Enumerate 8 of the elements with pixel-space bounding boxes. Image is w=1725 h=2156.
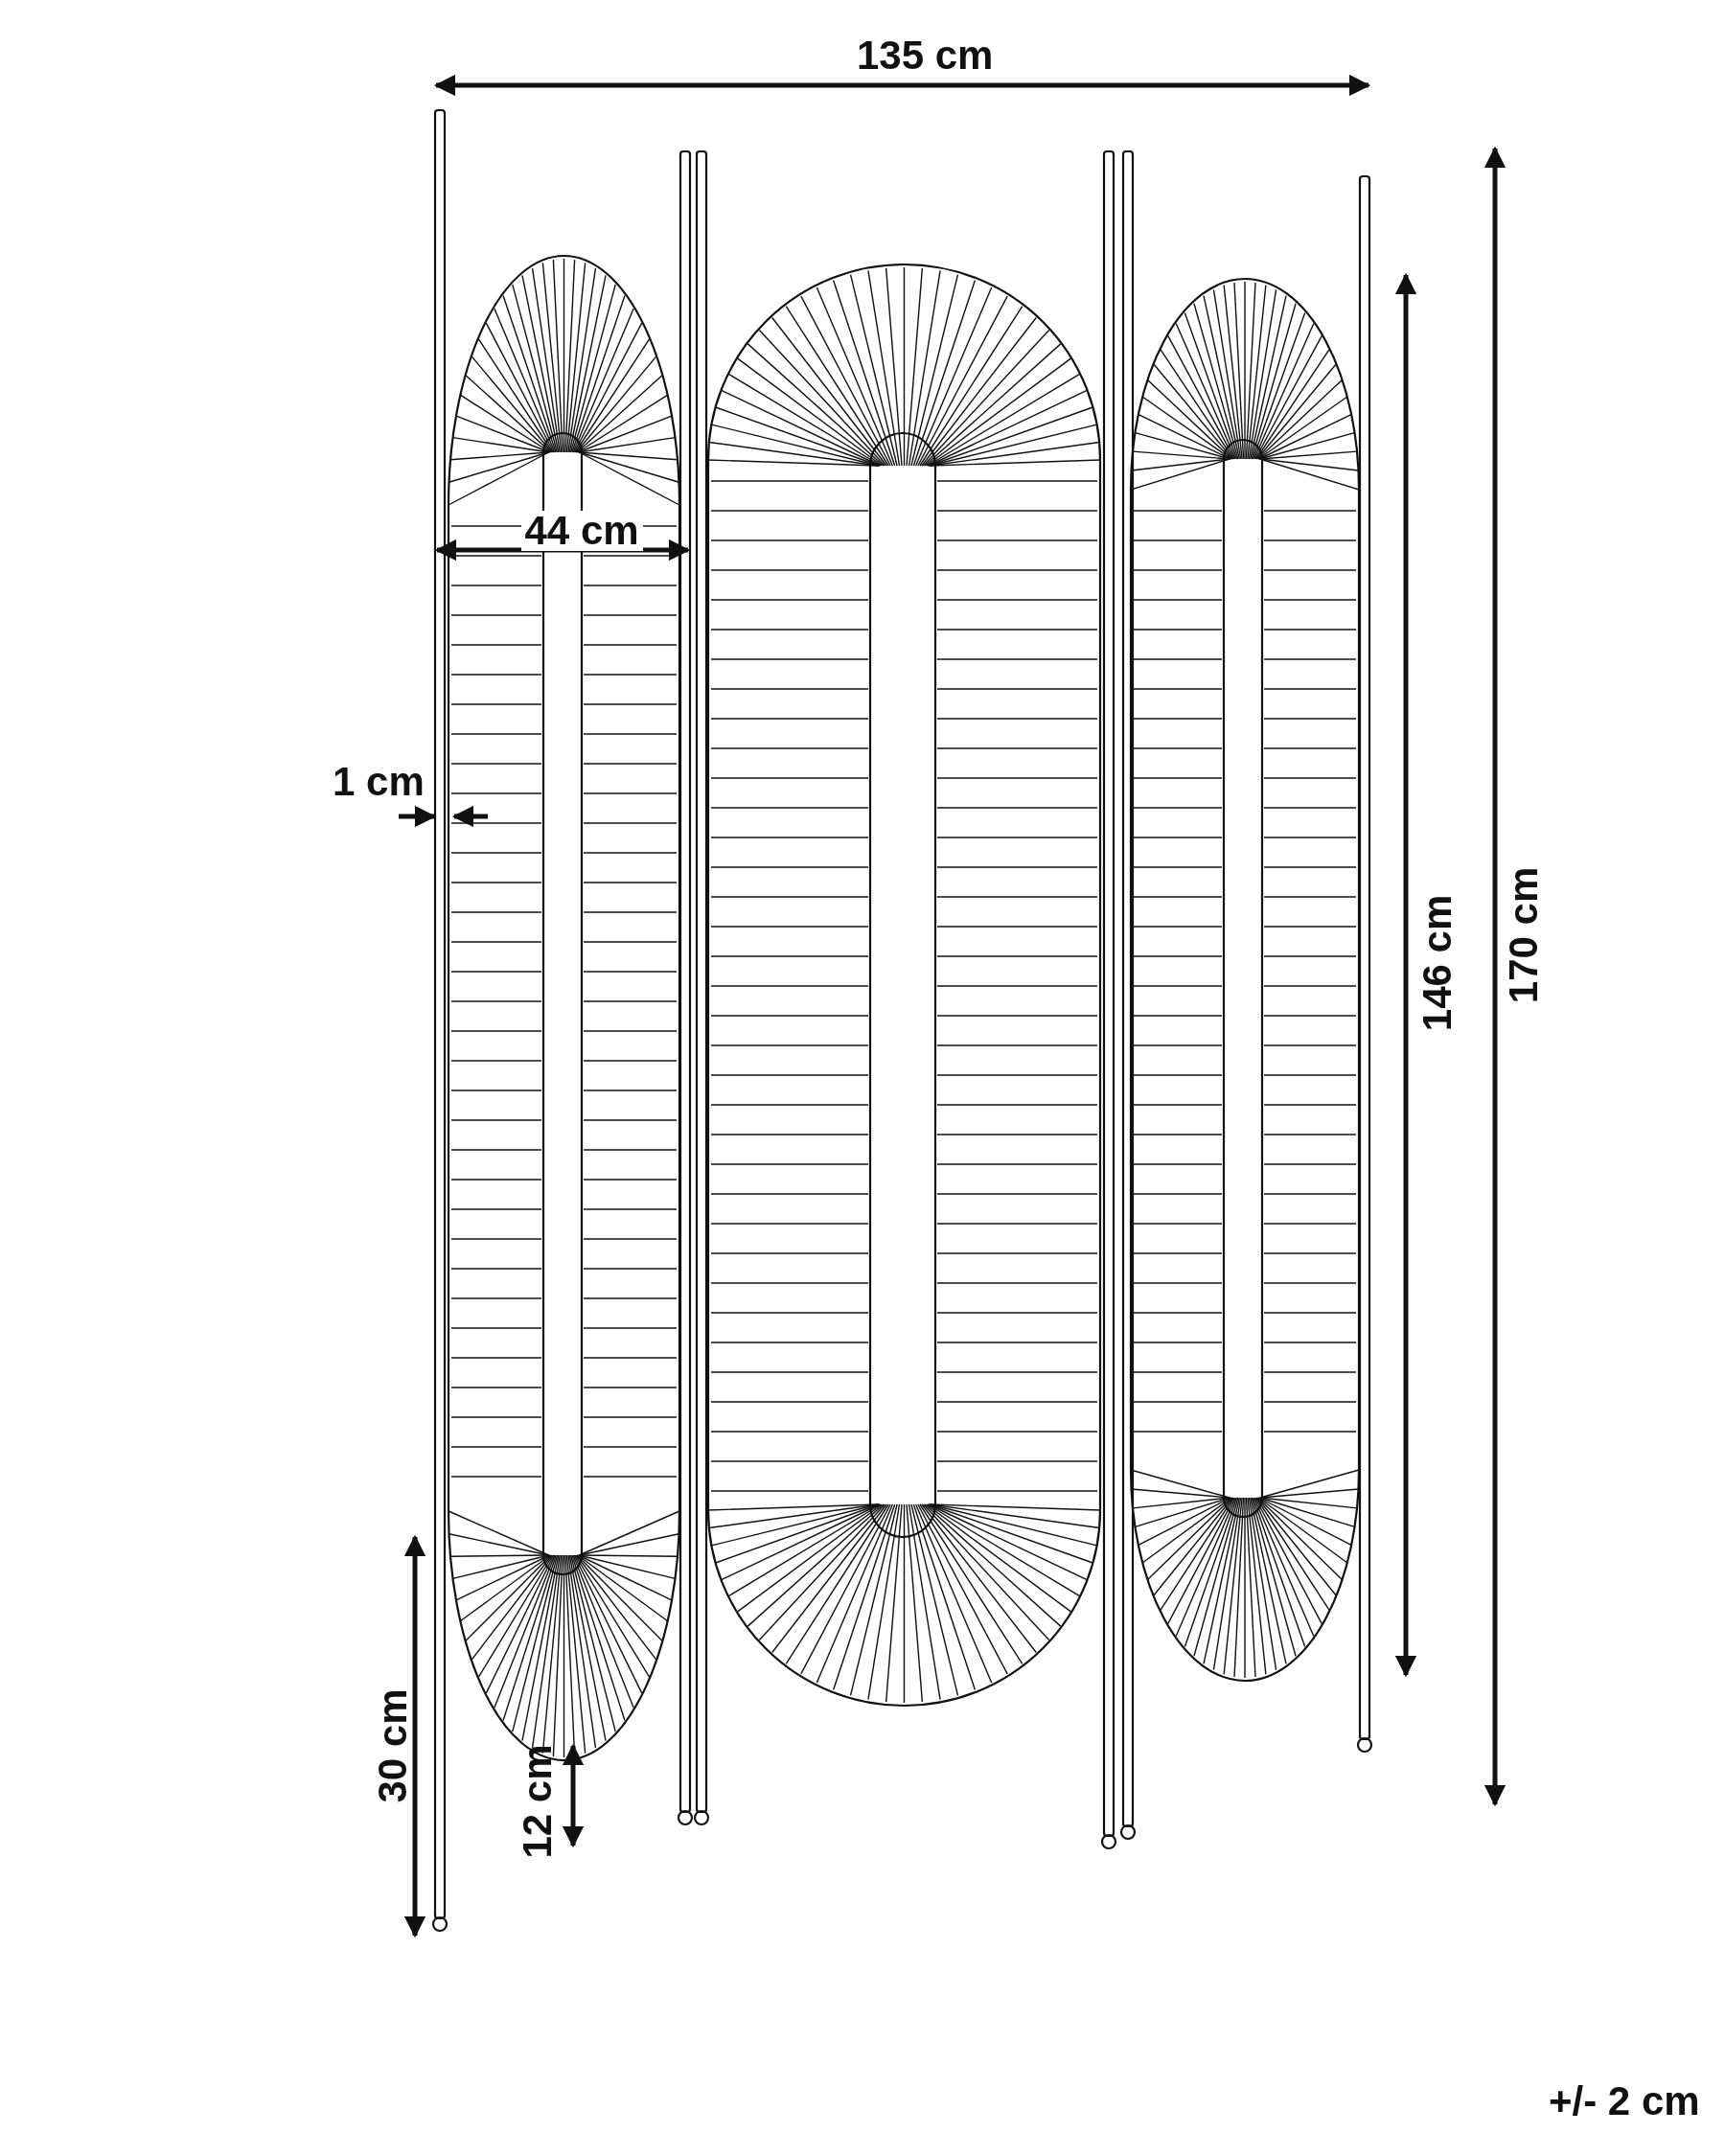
dimension-label: 44 cm [520, 511, 643, 551]
dimension-label: +/- 2 cm [1549, 2081, 1700, 2122]
dimension-label: 135 cm [857, 35, 994, 76]
dimension-label: 146 cm [1417, 894, 1459, 1032]
dimension-label: 30 cm [372, 1688, 413, 1803]
dimension-label: 12 cm [517, 1744, 558, 1859]
dimension-label: 170 cm [1504, 866, 1545, 1004]
dimension-label: 1 cm [333, 762, 425, 802]
